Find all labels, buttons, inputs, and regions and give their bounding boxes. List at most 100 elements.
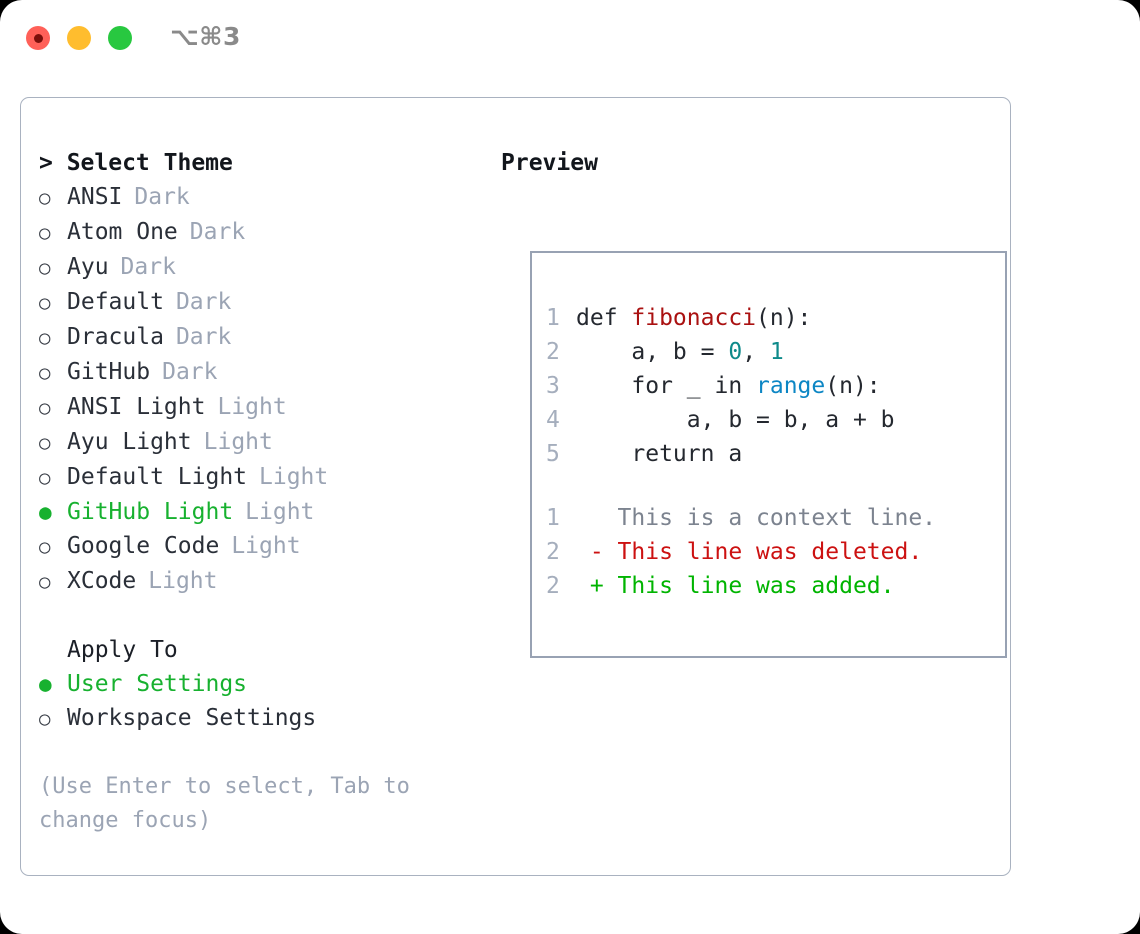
theme-variant-tag: Dark bbox=[189, 219, 246, 245]
code-line: 2 a, b = 0, 1 bbox=[546, 335, 1005, 369]
theme-option-google-code[interactable]: ○ Google Code Light bbox=[39, 529, 469, 564]
theme-option-default-light[interactable]: ○ Default Light Light bbox=[39, 460, 469, 495]
theme-option-atom-one[interactable]: ○ Atom One Dark bbox=[39, 215, 469, 250]
theme-variant-tag: Dark bbox=[134, 184, 190, 210]
theme-option-label: Atom One bbox=[67, 219, 178, 245]
keyboard-shortcut-label: ⌥⌘3 bbox=[170, 22, 241, 51]
code-token-plain: (n): bbox=[756, 305, 812, 331]
theme-option-github[interactable]: ○ GitHub Dark bbox=[39, 355, 469, 390]
line-number: 2 bbox=[546, 573, 560, 599]
theme-variant-tag: Dark bbox=[162, 359, 218, 385]
code-line-content: for _ in range(n): bbox=[576, 369, 881, 403]
line-number: 5 bbox=[546, 441, 560, 467]
radio-unselected-icon: ○ bbox=[39, 292, 51, 314]
radio-selected-icon: ● bbox=[39, 500, 52, 524]
apply-to-option-user-settings[interactable]: ● User Settings bbox=[39, 667, 469, 701]
preview-heading: Preview bbox=[501, 150, 598, 176]
diff-line-add: 2 + This line was added. bbox=[546, 569, 1005, 603]
diff-line-content: This is a context line. bbox=[576, 505, 937, 531]
diff-line-content: + This line was added. bbox=[576, 573, 895, 599]
code-token-plain: , bbox=[742, 339, 770, 365]
theme-variant-tag: Light bbox=[203, 429, 273, 455]
theme-option-ayu-light[interactable]: ○ Ayu Light Light bbox=[39, 425, 469, 460]
diff-line-content: - This line was deleted. bbox=[576, 539, 923, 565]
theme-variant-tag: Dark bbox=[175, 324, 232, 350]
theme-option-label: Dracula bbox=[67, 324, 164, 350]
line-number: 2 bbox=[546, 539, 560, 565]
theme-option-label: ANSI bbox=[67, 184, 123, 210]
radio-unselected-icon: ○ bbox=[39, 362, 51, 384]
theme-variant-tag: Light bbox=[217, 394, 287, 420]
code-line-content: a, b = 0, 1 bbox=[576, 335, 784, 369]
theme-option-dracula[interactable]: ○ Dracula Dark bbox=[39, 320, 469, 355]
theme-option-label: Ayu bbox=[67, 254, 109, 280]
select-theme-heading: > Select Theme bbox=[39, 150, 233, 176]
radio-unselected-icon: ○ bbox=[39, 467, 51, 489]
keyboard-hint-text: (Use Enter to select, Tab to change focu… bbox=[39, 774, 410, 833]
close-button[interactable] bbox=[26, 26, 50, 50]
code-line: 3 for _ in range(n): bbox=[546, 369, 1005, 403]
code-line-content: def fibonacci(n): bbox=[576, 301, 811, 335]
apply-to-option-list[interactable]: ● User Settings ○Workspace Settings bbox=[39, 667, 469, 736]
radio-selected-icon: ● bbox=[39, 672, 52, 696]
window-controls bbox=[26, 26, 132, 50]
code-token-plain: (n): bbox=[825, 373, 881, 399]
title-bar: ⌥⌘3 bbox=[0, 0, 1140, 78]
code-token-plain: for _ in bbox=[576, 373, 757, 399]
code-line-content: return a bbox=[576, 437, 742, 471]
theme-variant-tag: Light bbox=[231, 533, 301, 559]
code-line: 4 a, b = b, a + b bbox=[546, 403, 1005, 437]
theme-option-label: Ayu Light bbox=[67, 429, 192, 455]
code-token-num: 1 bbox=[769, 339, 784, 365]
theme-option-label: GitHub bbox=[67, 359, 151, 385]
diff-line-del: 2 - This line was deleted. bbox=[546, 535, 1005, 569]
radio-unselected-icon: ○ bbox=[39, 708, 51, 730]
apply-to-option-workspace-settings[interactable]: ○Workspace Settings bbox=[39, 701, 469, 736]
theme-variant-tag: Light bbox=[259, 464, 329, 490]
code-token-fn: fibonacci bbox=[631, 305, 757, 331]
spacer bbox=[39, 599, 469, 633]
theme-variant-tag: Dark bbox=[120, 254, 176, 280]
apply-to-option-label: User Settings bbox=[67, 671, 248, 697]
radio-unselected-icon: ○ bbox=[39, 432, 51, 454]
theme-option-ayu[interactable]: ○ Ayu Dark bbox=[39, 250, 469, 285]
code-token-plain: a, b = bbox=[576, 339, 729, 365]
line-number: 2 bbox=[546, 339, 560, 365]
radio-unselected-icon: ○ bbox=[39, 571, 51, 593]
minimize-button[interactable] bbox=[67, 26, 91, 50]
spacer bbox=[39, 736, 469, 770]
radio-unselected-icon: ○ bbox=[39, 257, 51, 279]
code-line-content: a, b = b, a + b bbox=[576, 403, 895, 437]
apply-to-heading: Apply To bbox=[67, 637, 178, 663]
radio-unselected-icon: ○ bbox=[39, 327, 51, 349]
code-token-plain: return a bbox=[576, 441, 743, 467]
theme-option-label: Default Light bbox=[67, 464, 248, 490]
radio-unselected-icon: ○ bbox=[39, 187, 51, 209]
theme-option-label: Google Code bbox=[67, 533, 220, 559]
radio-unselected-icon: ○ bbox=[39, 536, 51, 558]
theme-option-default[interactable]: ○ Default Dark bbox=[39, 285, 469, 320]
code-blank-line bbox=[546, 471, 1005, 501]
theme-variant-tag: Dark bbox=[175, 289, 232, 315]
code-token-num: 0 bbox=[728, 339, 743, 365]
theme-option-label: ANSI Light bbox=[67, 394, 206, 420]
maximize-button[interactable] bbox=[108, 26, 132, 50]
line-number: 3 bbox=[546, 373, 560, 399]
radio-unselected-icon: ○ bbox=[39, 222, 51, 244]
theme-option-label: Default bbox=[67, 289, 164, 315]
diff-line-list: 1 This is a context line.2 - This line w… bbox=[546, 501, 1005, 603]
theme-option-ansi[interactable]: ○ ANSI Dark bbox=[39, 180, 469, 215]
line-number: 1 bbox=[546, 305, 560, 331]
code-line: 1 def fibonacci(n): bbox=[546, 301, 1005, 335]
